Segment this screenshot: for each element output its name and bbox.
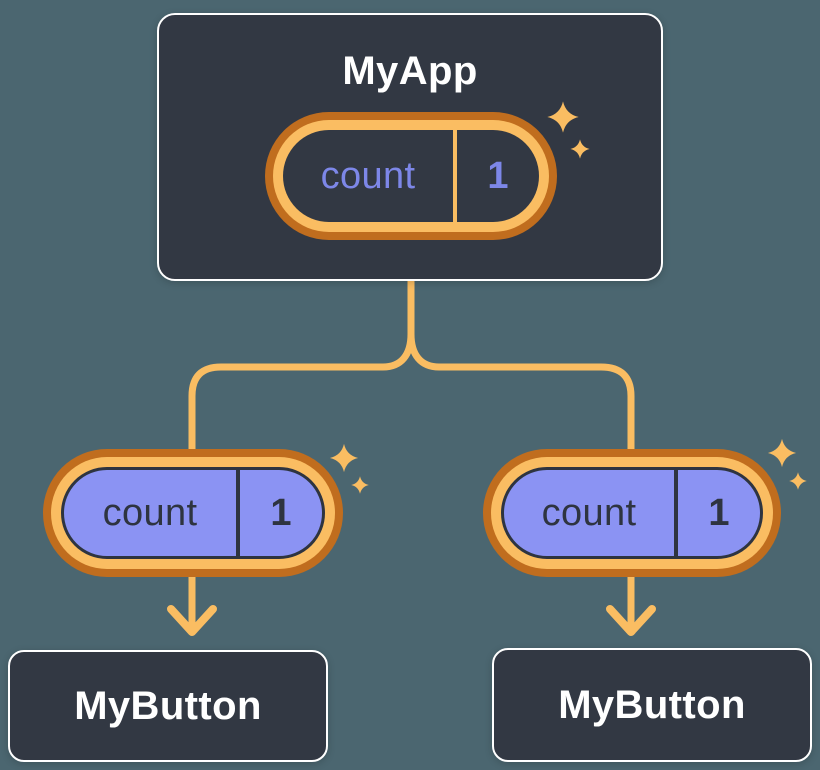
state-label: count	[320, 154, 416, 197]
state-value-cell: 1	[678, 470, 760, 556]
arrowhead-right-icon	[606, 605, 656, 636]
state-value: 1	[270, 491, 292, 534]
child-component-title: MyButton	[558, 683, 746, 727]
root-state-pill: count 1	[265, 112, 557, 240]
state-label-cell: count	[64, 470, 236, 556]
state-value-cell: 1	[457, 130, 539, 222]
state-value-cell: 1	[240, 470, 322, 556]
pill-inner-ring: count 1	[51, 457, 335, 569]
state-label: count	[541, 491, 637, 534]
child-component-title: MyButton	[74, 684, 262, 728]
pill-inner-ring: count 1	[491, 457, 773, 569]
pill-body: count 1	[61, 467, 325, 559]
pill-divider	[453, 130, 457, 222]
pill-body: count 1	[283, 130, 539, 222]
root-component-title: MyApp	[342, 49, 478, 93]
child-state-pill-left: count 1	[43, 449, 343, 577]
sparkle-icon	[351, 476, 369, 494]
pill-inner-ring: count 1	[273, 120, 549, 232]
sparkle-icon	[767, 438, 797, 468]
child-state-pill-right: count 1	[483, 449, 781, 577]
state-label-cell: count	[504, 470, 674, 556]
state-label: count	[102, 491, 198, 534]
pill-body: count 1	[501, 467, 763, 559]
state-value: 1	[487, 154, 509, 197]
arrowhead-left-icon	[167, 605, 217, 636]
child-component-node-left: MyButton	[8, 650, 328, 762]
pill-divider	[674, 470, 678, 556]
sparkle-icon	[329, 443, 359, 473]
state-label-cell: count	[283, 130, 453, 222]
sparkle-icon	[789, 472, 807, 490]
child-component-node-right: MyButton	[492, 648, 812, 762]
state-value: 1	[708, 491, 730, 534]
